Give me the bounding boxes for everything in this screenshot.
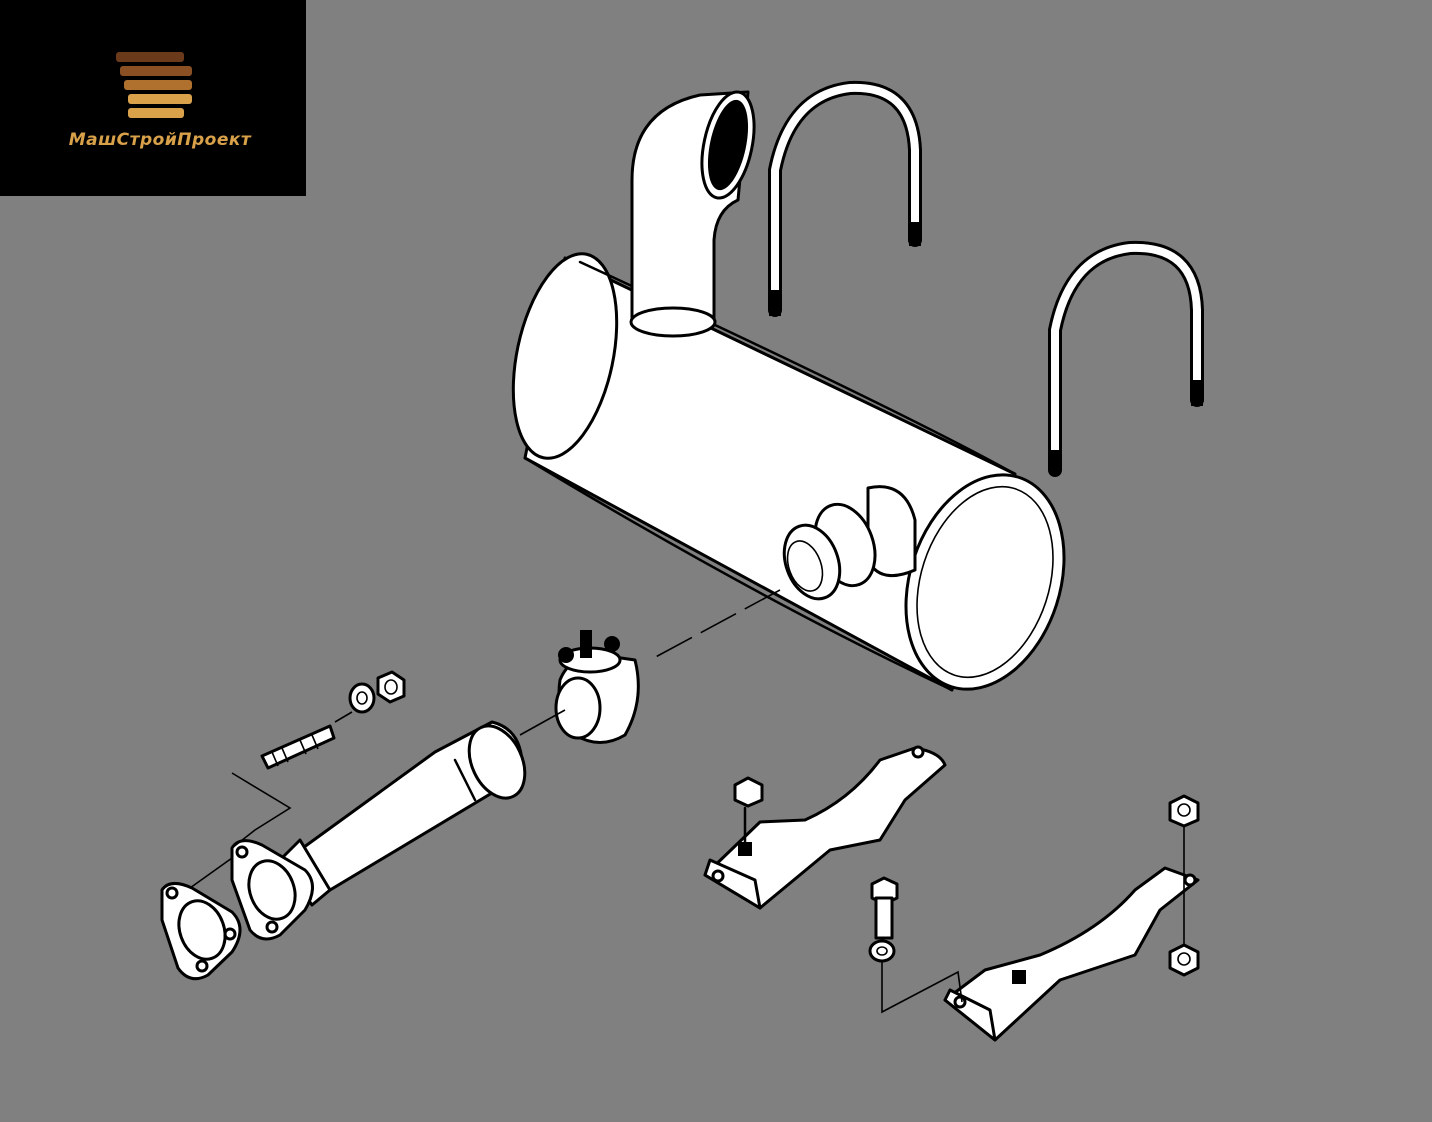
leader-line (231, 772, 292, 849)
bracket (943, 866, 1200, 1042)
logo-stripes (116, 52, 192, 118)
flange (230, 839, 314, 941)
nut (1168, 943, 1200, 977)
logo-stripe (124, 80, 192, 90)
muffler (511, 252, 1066, 692)
logo-stripe (128, 94, 192, 104)
nut (376, 670, 406, 704)
u-bolt (768, 80, 922, 317)
washer (868, 939, 896, 963)
clamp (554, 630, 640, 744)
logo-stripe (116, 52, 184, 62)
center-line (189, 857, 233, 889)
washer (348, 682, 376, 714)
nut (1168, 794, 1200, 828)
exhaust-stack (629, 90, 756, 338)
u-bolt (1048, 240, 1204, 477)
logo-stripe (120, 66, 192, 76)
muffler-inlet (782, 485, 917, 601)
logo-panel: МашСтройПроект (0, 0, 306, 196)
logo-stripe (128, 108, 184, 118)
center-line (649, 589, 781, 661)
bolt (870, 876, 899, 940)
gasket (160, 882, 242, 981)
leader-line (334, 711, 353, 723)
stud (260, 724, 336, 770)
logo-text: МашСтройПроект (68, 130, 252, 150)
center-line (519, 709, 566, 736)
nut (733, 776, 764, 808)
logo-mark (116, 52, 192, 118)
bracket (703, 745, 947, 910)
leader-line (881, 961, 963, 1014)
